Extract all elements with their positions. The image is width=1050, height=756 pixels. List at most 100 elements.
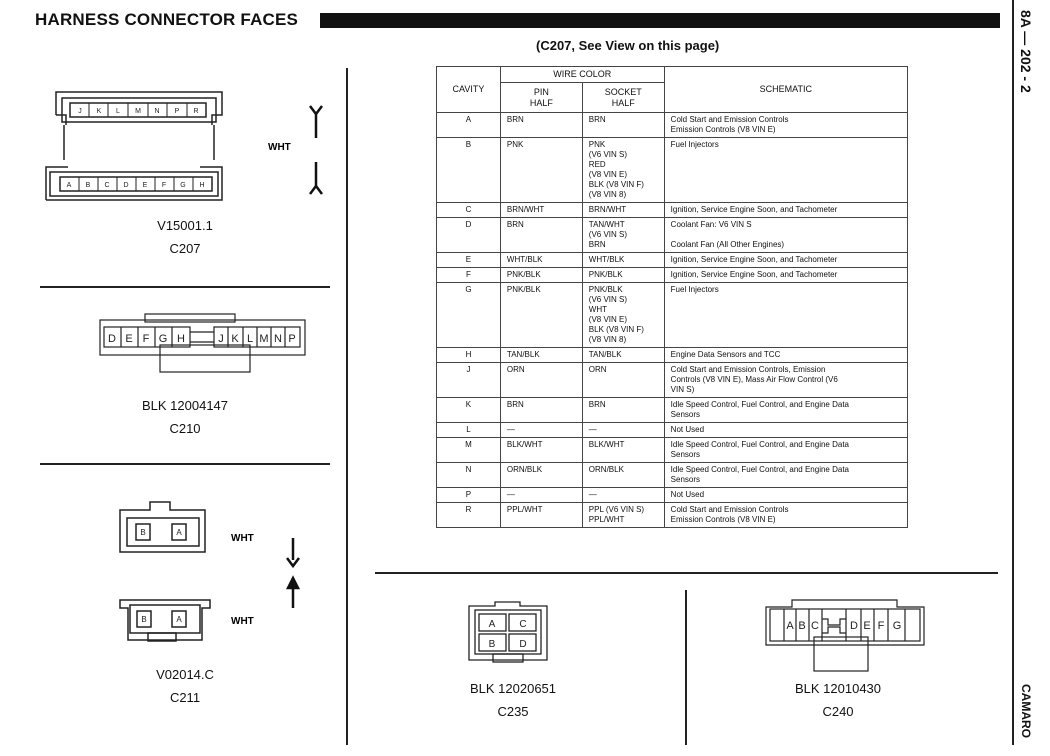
pin-half-cell: —	[499, 487, 583, 503]
connector-part-number: BLK 12020651	[469, 681, 557, 696]
connector-part-number: V02014.C	[156, 667, 214, 682]
pin-half-cell: BRN	[499, 217, 583, 253]
cavity-cell: M	[436, 437, 501, 463]
c235-connector-diagram: A C B D	[468, 601, 548, 663]
c210-connector-diagram: D E F G H J K L M N P	[99, 313, 306, 373]
pin-half-cell: ORN/BLK	[499, 462, 583, 488]
table-row: P——Not Used	[436, 487, 909, 503]
connector-name: C207	[169, 241, 201, 256]
pin-label: P	[288, 333, 295, 345]
cavity-cell: R	[436, 502, 501, 528]
pin-label: M	[259, 333, 268, 345]
schematic-cell: Ignition, Service Engine Soon, and Tacho…	[663, 252, 909, 268]
pin-label: F	[162, 182, 166, 189]
pin-label: D	[123, 182, 128, 189]
table-caption: (C207, See View on this page)	[536, 38, 720, 53]
cavity-cell: C	[436, 202, 501, 218]
c207-cavity-table: CAVITY WIRE COLOR SCHEMATIC PIN HALF SOC…	[436, 66, 909, 528]
mating-arrows-icon	[285, 538, 301, 608]
pin-label: E	[143, 182, 148, 189]
pin-label: A	[176, 528, 182, 537]
schematic-cell: Idle Speed Control, Fuel Control, and En…	[663, 397, 909, 423]
pin-label: K	[97, 108, 102, 115]
pin-label: B	[798, 620, 805, 632]
pin-label: C	[811, 620, 819, 632]
wire-color-label: WHT	[268, 142, 291, 153]
pin-label: P	[175, 108, 180, 115]
column-divider	[346, 68, 348, 745]
connector-part-number: BLK 12010430	[794, 681, 882, 696]
col-header-socket-half: SOCKET HALF	[581, 82, 665, 113]
pin-label: F	[143, 333, 150, 345]
schematic-cell: Cold Start and Emission Controls, Emissi…	[663, 362, 909, 398]
cavity-cell: E	[436, 252, 501, 268]
col-header-pin-half: PIN HALF	[499, 82, 583, 113]
connector-name: C210	[169, 421, 201, 436]
socket-half-cell: PPL (V6 VIN S) PPL/WHT	[581, 502, 665, 528]
pin-half-cell: PNK	[499, 137, 583, 203]
cavity-cell: A	[436, 112, 501, 138]
pin-label: M	[135, 108, 141, 115]
schematic-cell: Coolant Fan: V6 VIN S Coolant Fan (All O…	[663, 217, 909, 253]
pin-label: C	[519, 619, 526, 630]
socket-half-cell: TAN/BLK	[581, 347, 665, 363]
schematic-cell: Not Used	[663, 487, 909, 503]
pin-label: B	[140, 528, 145, 537]
socket-half-cell: WHT/BLK	[581, 252, 665, 268]
title-bar	[320, 13, 1000, 28]
section-divider	[40, 463, 330, 465]
schematic-cell: Cold Start and Emission Controls Emissio…	[663, 502, 909, 528]
pin-label: D	[850, 620, 858, 632]
pin-half-cell: —	[499, 422, 583, 438]
page-number: 8A — 202 - 2	[1018, 10, 1034, 93]
cavity-cell: F	[436, 267, 501, 283]
pin-half-cell: PNK/BLK	[499, 267, 583, 283]
pin-half-cell: WHT/BLK	[499, 252, 583, 268]
cavity-cell: H	[436, 347, 501, 363]
pin-label: C	[104, 182, 109, 189]
socket-half-cell: PNK (V6 VIN S) RED (V8 VIN E) BLK (V8 VI…	[581, 137, 665, 203]
socket-half-cell: BRN	[581, 112, 665, 138]
page-title: HARNESS CONNECTOR FACES	[35, 10, 299, 29]
schematic-cell: Ignition, Service Engine Soon, and Tacho…	[663, 267, 909, 283]
socket-half-cell: BRN	[581, 397, 665, 423]
pin-label: J	[78, 108, 82, 115]
pin-label: G	[893, 620, 902, 632]
schematic-cell: Ignition, Service Engine Soon, and Tacho…	[663, 202, 909, 218]
cavity-cell: N	[436, 462, 501, 488]
socket-half-cell: BRN/WHT	[581, 202, 665, 218]
connector-name: C235	[497, 704, 529, 719]
socket-half-cell: PNK/BLK	[581, 267, 665, 283]
schematic-cell: Idle Speed Control, Fuel Control, and En…	[663, 462, 909, 488]
pin-label: E	[863, 620, 870, 632]
cavity-cell: J	[436, 362, 501, 398]
cavity-cell: L	[436, 422, 501, 438]
cavity-cell: K	[436, 397, 501, 423]
socket-half-cell: TAN/WHT (V6 VIN S) BRN	[581, 217, 665, 253]
pin-half-cell: BRN	[499, 397, 583, 423]
schematic-cell: Fuel Injectors	[663, 137, 909, 203]
pin-half-cell: PPL/WHT	[499, 502, 583, 528]
pin-label: L	[247, 333, 253, 345]
pin-label: A	[786, 620, 794, 632]
connector-part-number: BLK 12004147	[141, 398, 229, 413]
pin-label: D	[108, 333, 116, 345]
pin-label: B	[141, 615, 146, 624]
cavity-cell: P	[436, 487, 501, 503]
pin-half-cell: BRN/WHT	[499, 202, 583, 218]
schematic-cell: Engine Data Sensors and TCC	[663, 347, 909, 363]
socket-half-cell: ORN	[581, 362, 665, 398]
pin-label: N	[154, 108, 159, 115]
connector-name: C211	[169, 690, 201, 705]
